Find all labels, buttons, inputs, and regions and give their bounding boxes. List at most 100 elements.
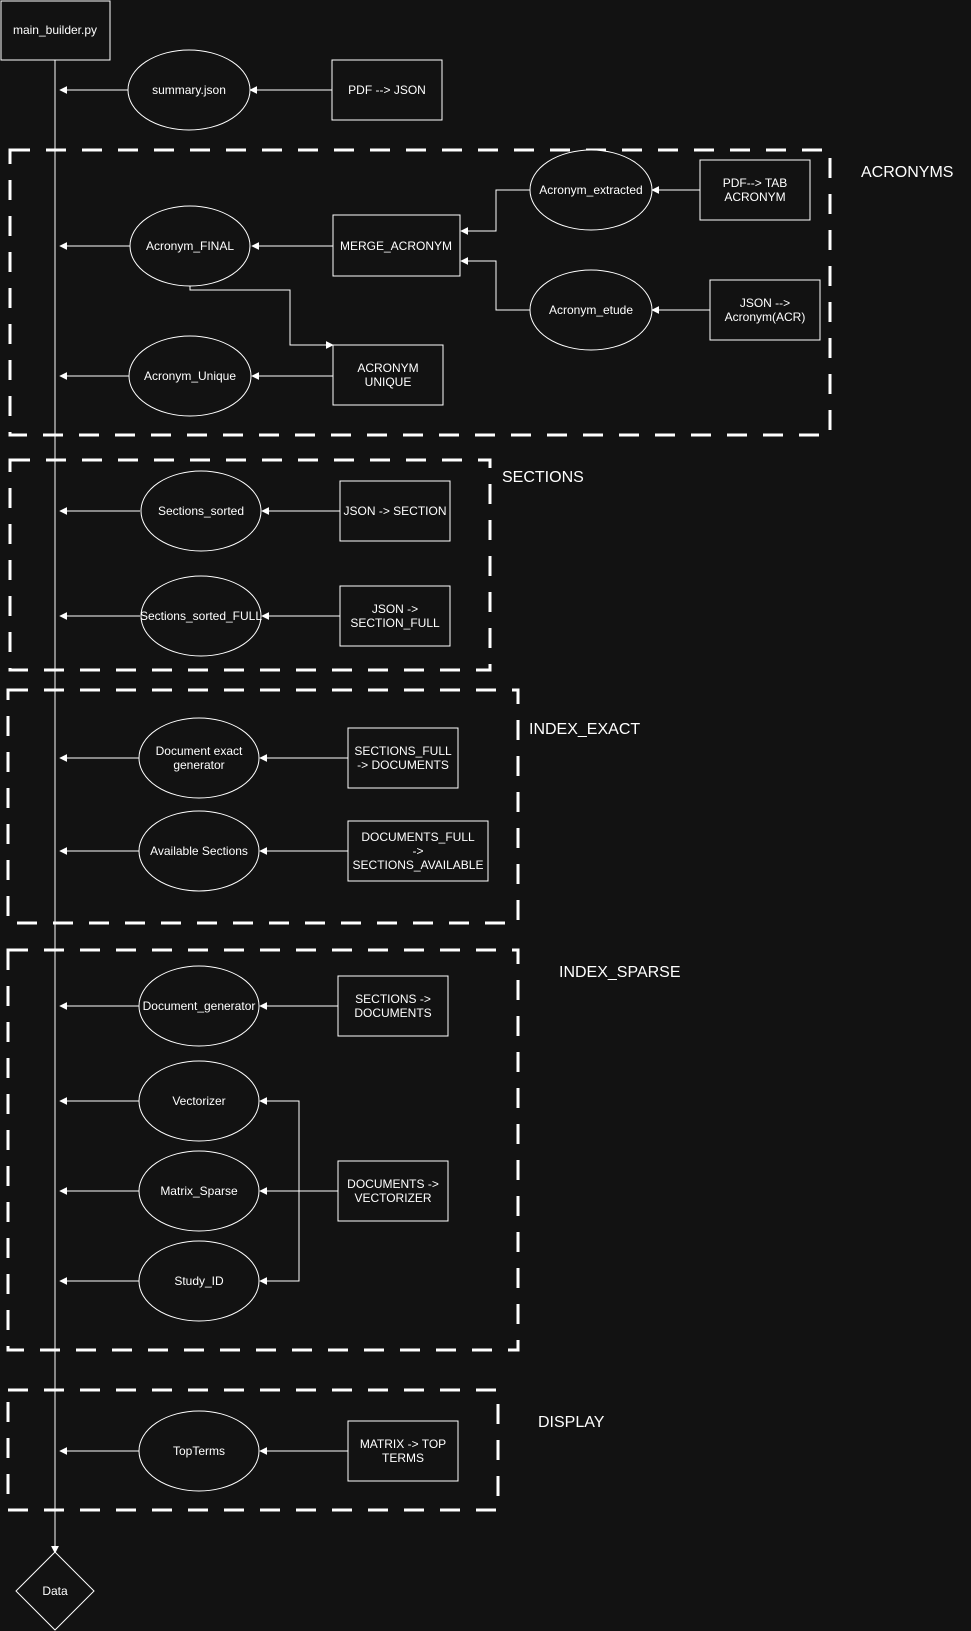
document-exact-generator-line: generator [173, 758, 224, 772]
group-label-sections: SECTIONS [502, 469, 584, 486]
pdf-json-line: PDF --> JSON [348, 83, 426, 97]
node-pdf-tab-acronym[interactable] [699, 159, 811, 221]
node-sections-sorted-full[interactable] [140, 575, 262, 657]
connectors [59, 86, 710, 1455]
node-summary-json[interactable] [127, 49, 251, 131]
matrix-sparse-line: Matrix_Sparse [160, 1184, 238, 1198]
acronym-unique-node-line: Acronym_Unique [144, 369, 236, 383]
pdf-tab-acronym-line: PDF--> TAB [723, 176, 788, 190]
sections-sorted-line: Sections_sorted [158, 504, 244, 518]
node-data-decision[interactable] [15, 1551, 95, 1631]
edge-final-to-unique-box [189, 286, 334, 349]
node-acronym-unique-label: Acronym_Unique [144, 369, 236, 383]
node-json-section-full[interactable] [339, 585, 451, 647]
acronym-etude-line: Acronym_etude [549, 303, 633, 317]
group-frame-index-exact [6, 688, 520, 925]
node-document-exact-generator[interactable] [138, 717, 260, 799]
node-json-section[interactable] [339, 480, 451, 542]
document-generator-line: Document_generator [143, 999, 256, 1013]
node-acronym-unique-box[interactable] [332, 344, 444, 406]
node-document-generator-label: Document_generator [143, 999, 256, 1013]
node-main-builder[interactable] [0, 0, 111, 61]
node-sections-full-documents[interactable] [347, 727, 459, 789]
study-id-line: Study_ID [174, 1274, 224, 1288]
node-documents-vectorizer[interactable] [337, 1160, 449, 1222]
pdf-tab-acronym-line: ACRONYM [724, 190, 785, 204]
node-acronym-etude[interactable] [529, 269, 653, 351]
sections-documents-line: DOCUMENTS [354, 1006, 431, 1020]
node-available-sections[interactable] [138, 810, 260, 892]
acronym-unique-box-line: ACRONYM [357, 361, 418, 375]
node-study-id[interactable] [138, 1240, 260, 1322]
documents-full-sections-available-line: DOCUMENTS_FULL [361, 830, 475, 844]
node-data-label: Data [42, 1584, 68, 1598]
group-label-index-sparse: INDEX_SPARSE [559, 964, 681, 981]
json-section-full-line: SECTION_FULL [350, 616, 440, 630]
node-matrix-sparse-label: Matrix_Sparse [160, 1184, 238, 1198]
documents-full-sections-available-line: -> [412, 844, 423, 858]
node-sections-sorted-label: Sections_sorted [158, 504, 244, 518]
sections-sorted-full-line: Sections_sorted_FULL [140, 609, 262, 623]
merge-acronym-line: MERGE_ACRONYM [340, 239, 452, 253]
node-documents-full-sections-available[interactable] [347, 820, 489, 882]
node-acronym-unique[interactable] [128, 335, 252, 417]
node-documents-full-sections-available-label: DOCUMENTS_FULL->SECTIONS_AVAILABLE [353, 830, 484, 872]
document-exact-generator-line: Document exact [156, 744, 243, 758]
node-pdf-json-label: PDF --> JSON [348, 83, 426, 97]
node-documents-vectorizer-label: DOCUMENTS ->VECTORIZER [347, 1177, 439, 1205]
node-topterms[interactable] [138, 1410, 260, 1492]
edge-vectorizer-box-to-study-id [259, 1191, 300, 1285]
available-sections-line: Available Sections [150, 844, 248, 858]
main-builder-line: main_builder.py [13, 23, 97, 37]
node-acronym-extracted[interactable] [529, 149, 653, 231]
node-sections-full-documents-label: SECTIONS_FULL-> DOCUMENTS [354, 744, 452, 772]
node-matrix-top-terms[interactable] [347, 1420, 459, 1482]
node-study-id-label: Study_ID [174, 1274, 224, 1288]
documents-vectorizer-line: VECTORIZER [354, 1191, 431, 1205]
documents-vectorizer-line: DOCUMENTS -> [347, 1177, 439, 1191]
data-line: Data [42, 1584, 68, 1598]
node-json-section-label: JSON -> SECTION [343, 504, 446, 518]
group-label-index-exact: INDEX_EXACT [529, 721, 640, 738]
node-sections-documents[interactable] [337, 975, 449, 1037]
node-pdf-json[interactable] [331, 59, 443, 121]
vectorizer-line: Vectorizer [172, 1094, 225, 1108]
edge-vectorizer-box-to-vectorizer [259, 1097, 300, 1191]
sections-documents-line: SECTIONS -> [355, 992, 431, 1006]
edge-extracted-to-merge [460, 189, 530, 235]
json-section-line: JSON -> SECTION [343, 504, 446, 518]
node-merge-acronym[interactable] [332, 214, 461, 277]
node-matrix-sparse[interactable] [138, 1150, 260, 1232]
group-label-acronyms: ACRONYMS [861, 164, 953, 181]
acronym-unique-box-line: UNIQUE [365, 375, 412, 389]
json-acronym-acr-line: Acronym(ACR) [725, 310, 806, 324]
group-label-display: DISPLAY [538, 1414, 605, 1431]
node-document-generator[interactable] [138, 965, 260, 1047]
documents-full-sections-available-line: SECTIONS_AVAILABLE [353, 858, 484, 872]
node-merge-acronym-label: MERGE_ACRONYM [340, 239, 452, 253]
node-acronym-final[interactable] [129, 205, 251, 287]
json-acronym-acr-line: JSON --> [740, 296, 790, 310]
node-acronym-extracted-label: Acronym_extracted [539, 183, 642, 197]
summary-json-line: summary.json [152, 83, 226, 97]
node-json-acronym-acr[interactable] [709, 279, 821, 341]
node-available-sections-label: Available Sections [150, 844, 248, 858]
topterms-line: TopTerms [173, 1444, 225, 1458]
node-sections-sorted-full-label: Sections_sorted_FULL [140, 609, 262, 623]
node-acronym-etude-label: Acronym_etude [549, 303, 633, 317]
group-frame-display [6, 1388, 500, 1512]
node-json-acronym-acr-label: JSON -->Acronym(ACR) [725, 296, 806, 324]
acronym-final-line: Acronym_FINAL [146, 239, 234, 253]
sections-full-documents-line: -> DOCUMENTS [357, 758, 449, 772]
node-vectorizer[interactable] [138, 1060, 260, 1142]
node-topterms-label: TopTerms [173, 1444, 225, 1458]
node-acronym-final-label: Acronym_FINAL [146, 239, 234, 253]
edge-etude-to-merge [460, 257, 530, 311]
node-sections-sorted[interactable] [140, 470, 262, 552]
group-frame-index-sparse [6, 948, 520, 1352]
acronym-extracted-line: Acronym_extracted [539, 183, 642, 197]
